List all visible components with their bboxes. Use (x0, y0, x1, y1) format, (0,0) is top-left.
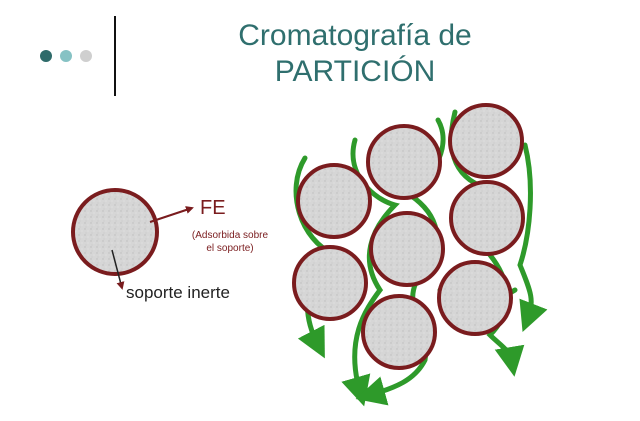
particle-3 (448, 103, 524, 179)
bullet-dot-1 (40, 50, 52, 62)
particle-7 (437, 260, 513, 336)
legend-particle (71, 188, 159, 276)
title-divider (114, 16, 116, 96)
fe-pointer-arrow (149, 206, 194, 223)
fe-label: FE (200, 197, 226, 219)
bullet-dots (40, 50, 92, 62)
particle-8 (361, 294, 437, 370)
fe-note-line-1: (Adsorbida sobre (192, 230, 269, 241)
particle-5 (449, 180, 525, 256)
bullet-dot-2 (60, 50, 72, 62)
title-line-1: Cromatografía de (238, 19, 472, 52)
particle-2 (366, 124, 442, 200)
particle-4 (369, 211, 445, 287)
flow-path-5 (517, 142, 548, 332)
support-pointer-line (111, 249, 125, 290)
packed-particles (292, 103, 525, 370)
support-label: soporte inerte (126, 283, 230, 302)
slide-title: Cromatografía de PARTICIÓN (170, 18, 540, 90)
title-line-2: PARTICIÓN (274, 55, 436, 88)
particle-6 (292, 245, 368, 321)
fe-note-line-2: el soporte) (206, 243, 253, 254)
particle-1 (296, 163, 372, 239)
bullet-dot-3 (80, 50, 92, 62)
